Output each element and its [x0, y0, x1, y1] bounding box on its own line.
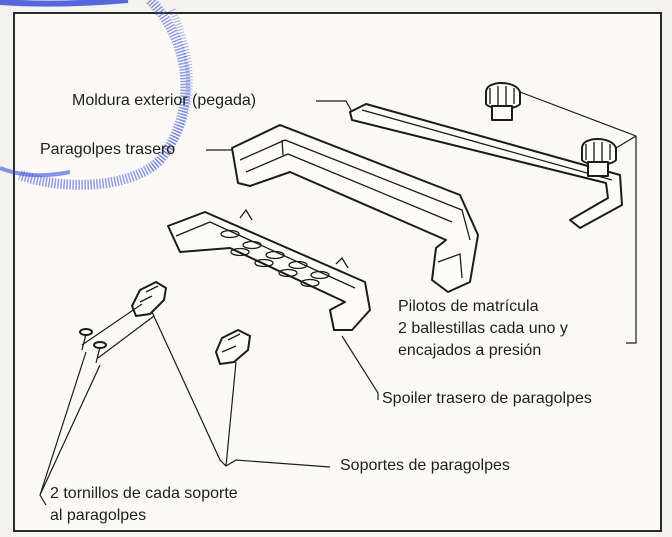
label-moldura-exterior: Moldura exterior (pegada) — [72, 92, 257, 109]
label-spoiler-trasero: Spoiler trasero de paragolpes — [382, 390, 592, 407]
blue-stamp-mark — [0, 0, 193, 190]
tornillo-2 — [93, 341, 107, 364]
piloto-matricula-2 — [581, 138, 617, 177]
label-pilotos-presion: encajados a presión — [398, 342, 542, 359]
leader-lines — [39, 91, 637, 506]
label-soportes-paragolpes: Soportes de paragolpes — [340, 457, 510, 474]
label-pilotos-ballestillas: 2 ballestillas cada uno y — [398, 320, 568, 337]
label-tornillos-soporte: 2 tornillos de cada soporte — [50, 485, 238, 502]
soporte-paragolpes-2 — [215, 329, 251, 365]
paragolpes-trasero-part — [231, 124, 479, 293]
label-tornillos-paragolpes: al paragolpes — [50, 507, 147, 524]
soporte-paragolpes-1 — [131, 281, 167, 317]
spoiler-trasero-part — [167, 208, 371, 331]
label-paragolpes-trasero: Paragolpes trasero — [40, 141, 176, 158]
tornillo-1 — [79, 328, 93, 351]
label-pilotos-matricula: Pilotos de matrícula — [398, 298, 539, 315]
moldura-exterior-part — [349, 103, 623, 229]
piloto-matricula-1 — [485, 82, 521, 121]
